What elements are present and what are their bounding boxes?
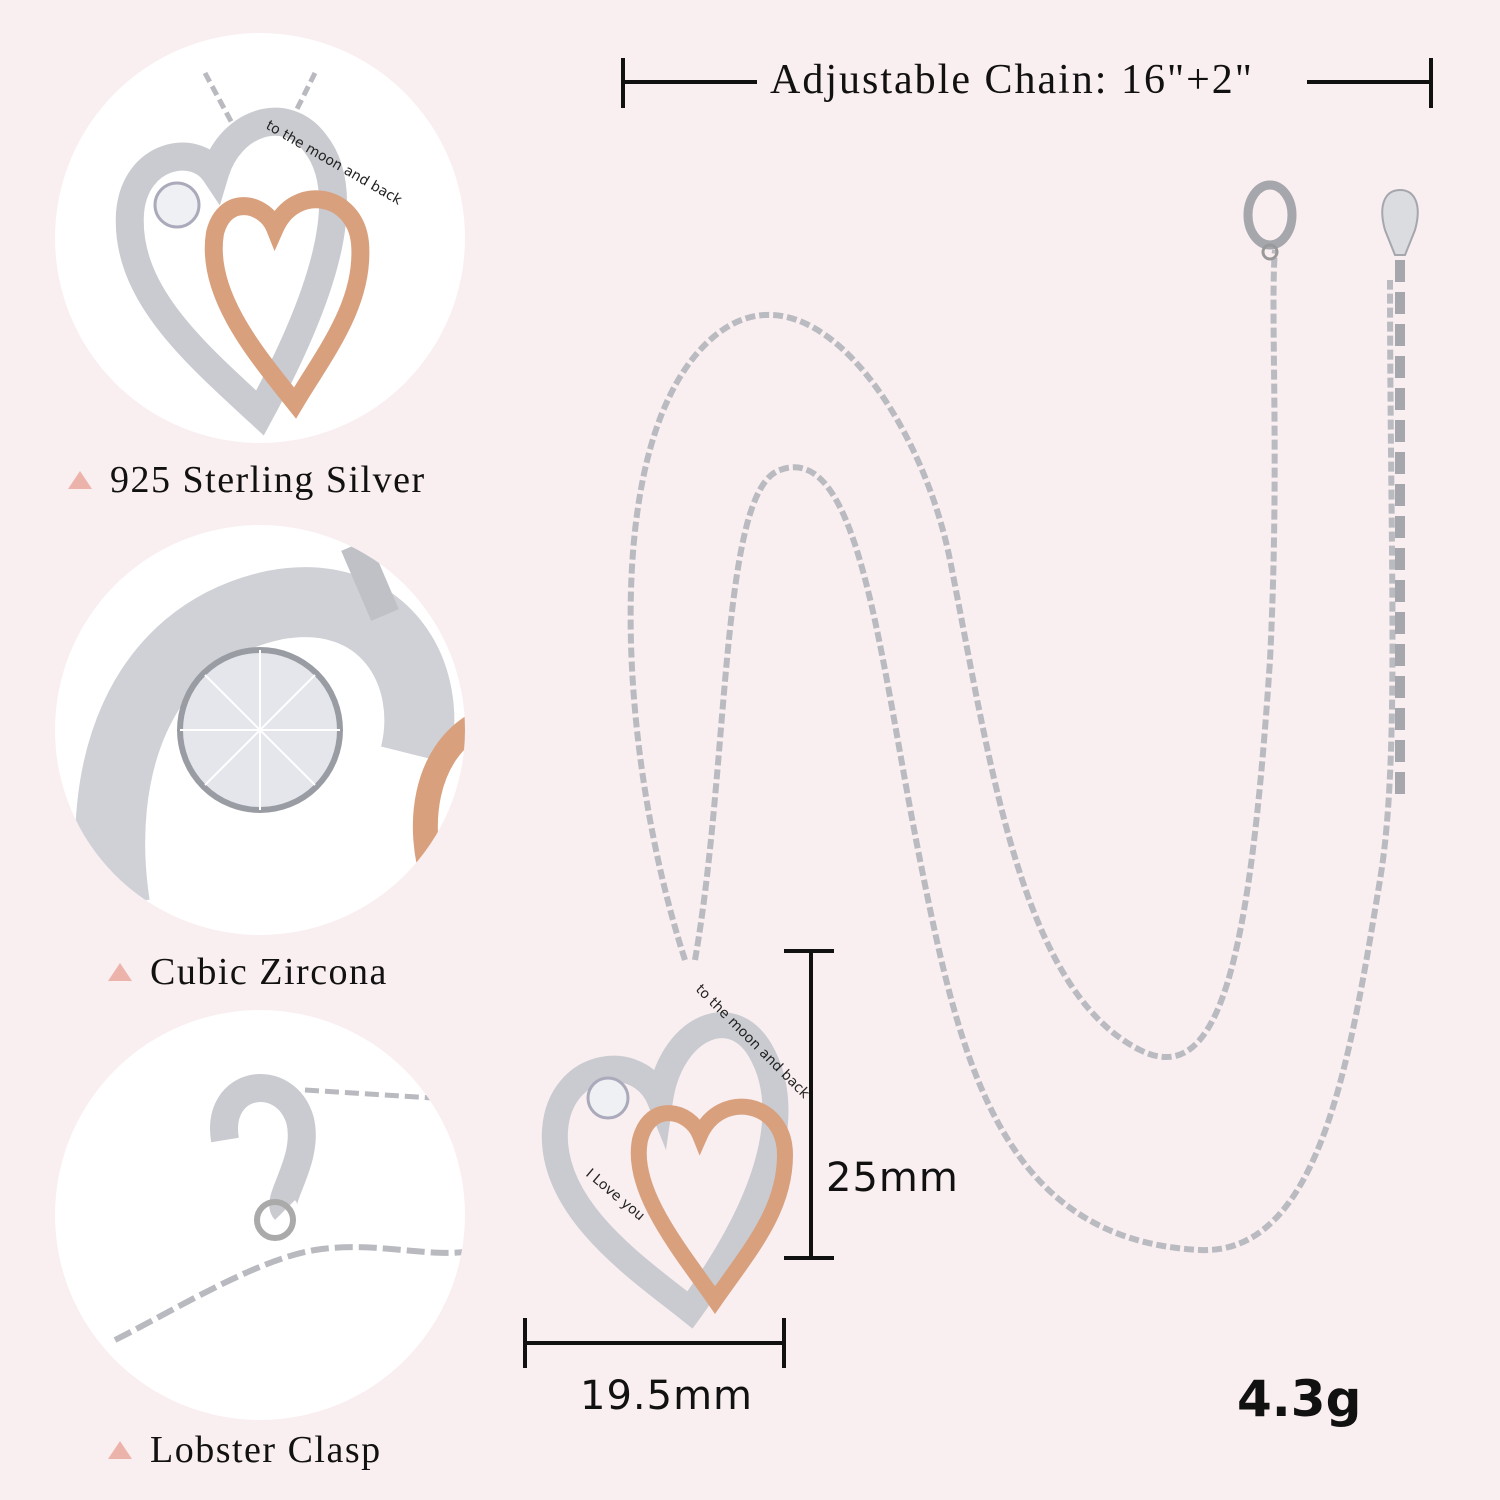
feature-caption-lobster-clasp: Lobster Clasp xyxy=(108,1428,382,1472)
extender-chain-icon xyxy=(1381,188,1419,800)
feature-caption-sterling-silver: 925 Sterling Silver xyxy=(68,458,426,502)
necklace-illustration: to the moon and back I Love you xyxy=(541,180,1419,1329)
width-dim-line xyxy=(523,1341,785,1345)
feature-image-sterling-silver: to the moon and back xyxy=(55,33,465,443)
zirconia-stone-icon xyxy=(75,539,465,911)
feature-label: Cubic Zircona xyxy=(150,951,388,993)
lobster-clasp-icon xyxy=(1243,180,1297,261)
feature-image-cubic-zirconia xyxy=(55,525,465,935)
heart-pendant-icon: to the moon and back xyxy=(115,71,405,436)
feature-caption-cubic-zirconia: Cubic Zircona xyxy=(108,950,388,994)
svg-text:to the moon and back: to the moon and back xyxy=(692,982,813,1103)
chain-dim-right-tick xyxy=(1429,58,1433,108)
feature-image-lobster-clasp xyxy=(55,1010,465,1420)
height-label: 25mm xyxy=(826,1155,959,1201)
weight-label: 4.3g xyxy=(1237,1370,1362,1428)
height-dim-bottom-tick xyxy=(784,1256,834,1260)
width-dim-right-tick xyxy=(782,1318,786,1368)
triangle-bullet-icon xyxy=(108,963,132,981)
chain-length-label: Adjustable Chain: 16"+2" xyxy=(770,57,1254,103)
feature-label: 925 Sterling Silver xyxy=(110,459,426,501)
triangle-bullet-icon xyxy=(68,471,92,489)
width-label: 19.5mm xyxy=(580,1373,753,1419)
lobster-clasp-icon xyxy=(113,1074,465,1343)
height-dim-line xyxy=(809,949,813,1259)
heart-pendant-icon: to the moon and back I Love you xyxy=(541,982,813,1329)
triangle-bullet-icon xyxy=(108,1441,132,1459)
chain-dim-right-line xyxy=(1307,80,1433,84)
chain-dim-left-line xyxy=(621,80,757,84)
feature-label: Lobster Clasp xyxy=(150,1429,382,1471)
